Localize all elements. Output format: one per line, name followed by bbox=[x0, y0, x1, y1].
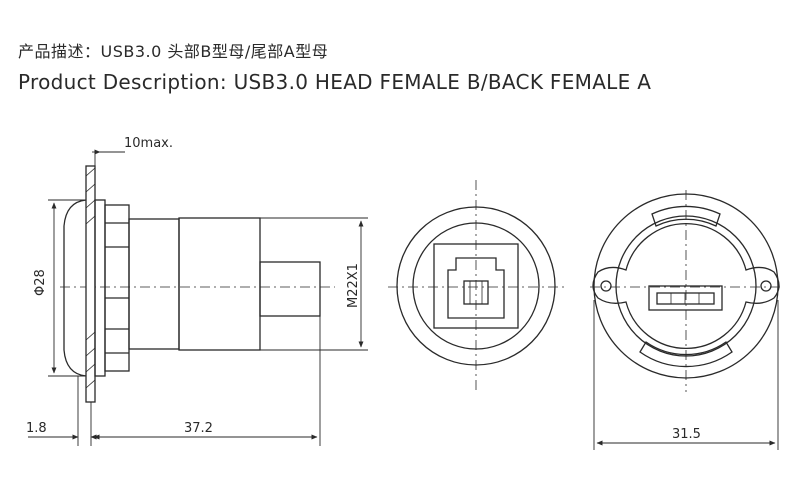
back-view-usb-a bbox=[590, 190, 782, 392]
dim-flange-thickness: 1.8 bbox=[26, 421, 47, 436]
side-view bbox=[60, 165, 335, 403]
dim-width: 31.5 bbox=[672, 427, 701, 442]
side-dimensions bbox=[28, 149, 368, 446]
outer-ring-a bbox=[593, 193, 779, 379]
threaded-body bbox=[178, 217, 261, 351]
title-chinese: 产品描述：USB3.0 头部B型母/尾部A型母 bbox=[18, 42, 329, 61]
dim-thread: M22X1 bbox=[346, 263, 361, 308]
usb-a-tongue bbox=[656, 292, 715, 305]
flange-plate bbox=[85, 165, 96, 403]
title-english: Product Description: USB3.0 HEAD FEMALE … bbox=[18, 70, 652, 94]
mounting-flange bbox=[592, 223, 780, 349]
usb-a-port bbox=[648, 285, 723, 311]
rear-plug bbox=[259, 261, 321, 317]
usb-b-port bbox=[447, 257, 505, 319]
outer-ring-b bbox=[396, 206, 556, 366]
mount-hole-left bbox=[600, 280, 612, 292]
socket-frame-b bbox=[433, 243, 519, 329]
connector-body bbox=[128, 218, 180, 350]
mount-hole-right bbox=[760, 280, 772, 292]
front-cap bbox=[63, 199, 87, 377]
inner-ring-b bbox=[412, 222, 540, 350]
nut-section bbox=[94, 199, 106, 377]
front-view-usb-b bbox=[388, 180, 566, 392]
back-view-dimension bbox=[593, 300, 779, 450]
usb-b-tongue bbox=[463, 280, 489, 305]
gasket-section bbox=[104, 204, 130, 372]
notched-ring bbox=[639, 205, 733, 368]
dim-diameter: Φ28 bbox=[33, 269, 48, 296]
inner-ring-a bbox=[615, 215, 757, 357]
dim-flange-max: 10max. bbox=[124, 136, 173, 151]
dim-body-length: 37.2 bbox=[184, 421, 213, 436]
